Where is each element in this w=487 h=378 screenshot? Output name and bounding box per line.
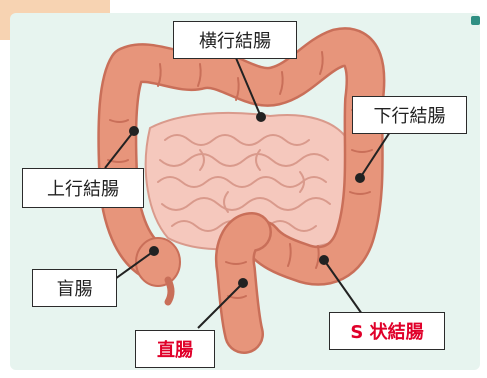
label-cecum: 盲腸: [32, 269, 117, 307]
label-ascending-colon: 上行結腸: [22, 168, 144, 208]
label-rectum: 直腸: [135, 330, 215, 368]
label-descending-colon: 下行結腸: [352, 96, 467, 134]
label-sigmoid-colon: S 状結腸: [329, 312, 445, 350]
label-transverse-colon: 横行結腸: [173, 21, 297, 59]
